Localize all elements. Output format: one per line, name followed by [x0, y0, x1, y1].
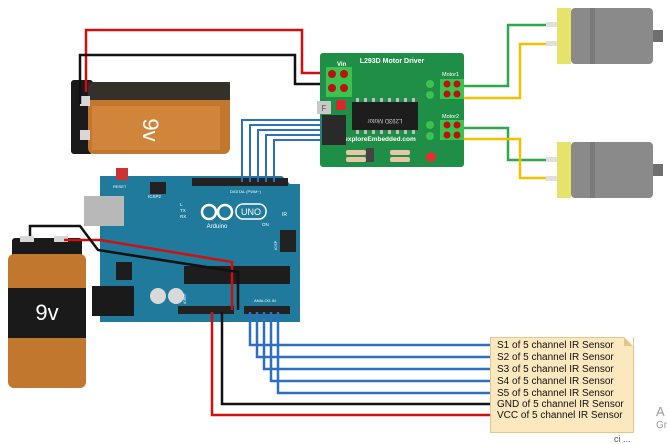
- ir-sensor-note: [490, 337, 634, 433]
- driver-motor2-label: Motor2: [442, 114, 459, 120]
- ir-label: IR: [282, 212, 287, 218]
- sensor-label-s4: S4 of 5 channel IR Sensor: [497, 376, 614, 387]
- arduino-brand: Arduino: [207, 224, 228, 230]
- digital-label: DIGITAL (PWM~): [230, 189, 262, 194]
- power-header: [178, 306, 234, 314]
- tx-label: TX: [180, 208, 186, 213]
- reset-label: RESET: [113, 184, 127, 189]
- motor1-terminal: [440, 79, 464, 99]
- ioref-label: IOREF: [183, 293, 187, 304]
- sensor-label-gnd: GND of 5 channel IR Sensor: [497, 399, 624, 410]
- motor-top: [546, 8, 663, 64]
- arduino-uno-board: RESET ICSP2 TX RX L ON IR DIGITAL (PWM~)…: [84, 168, 300, 322]
- note-fold: [624, 337, 633, 346]
- watermark-line3: ci ...: [614, 434, 631, 444]
- motor-driver-board: L293D Motor Driver Vin F L293D Motor exp…: [317, 53, 464, 167]
- sensor-label-vcc: VCC of 5 channel IR Sensor: [497, 410, 623, 421]
- wires-to-ir-sensor: [210, 312, 492, 417]
- power-jack: [92, 286, 134, 316]
- battery-top-label: 9v: [138, 118, 163, 141]
- battery-bottom-label: 9v: [35, 300, 58, 325]
- arduino-model: UNO: [241, 207, 261, 217]
- rx-label: RX: [180, 214, 186, 219]
- icsp2-label: ICSP2: [148, 194, 162, 199]
- wires-bottom-battery: [28, 224, 240, 310]
- on-label: ON: [262, 222, 269, 227]
- digital-header: [192, 178, 288, 186]
- driver-input-header: [322, 115, 346, 145]
- driver-resistors: [346, 148, 410, 162]
- l-label: L: [180, 202, 183, 207]
- driver-website: exploreEmbedded.com: [344, 136, 416, 143]
- analog-label: ANALOG IN: [254, 298, 276, 303]
- driver-title: L293D Motor Driver: [360, 58, 425, 65]
- sensor-label-s2: S2 of 5 channel IR Sensor: [497, 352, 614, 363]
- motor2-terminal: [440, 120, 464, 140]
- motor-bottom: [546, 142, 663, 198]
- l293d-chip: [352, 102, 418, 130]
- driver-chip-label: L293D Motor: [368, 117, 403, 123]
- watermark-line2: Gr: [656, 420, 668, 431]
- driver-vin-label: Vin: [337, 62, 347, 68]
- driver-motor1-label: Motor1: [442, 72, 459, 78]
- usb-port: [84, 196, 124, 226]
- sensor-label-s1: S1 of 5 channel IR Sensor: [497, 340, 614, 351]
- icsp-label: ICSP: [273, 240, 278, 250]
- wires-digital-to-driver: [241, 119, 322, 182]
- sensor-label-s3: S3 of 5 channel IR Sensor: [497, 364, 614, 375]
- driver-jumper-label: F: [322, 104, 327, 113]
- reset-button: [116, 168, 128, 180]
- analog-header: [244, 306, 290, 314]
- wires-motors: [464, 23, 548, 180]
- battery-bottom: 9v: [8, 236, 86, 388]
- watermark-line1: A: [656, 404, 665, 419]
- sensor-label-s5: S5 of 5 channel IR Sensor: [497, 388, 614, 399]
- battery-top: 9v: [71, 80, 230, 154]
- wires-top-battery: [78, 28, 328, 104]
